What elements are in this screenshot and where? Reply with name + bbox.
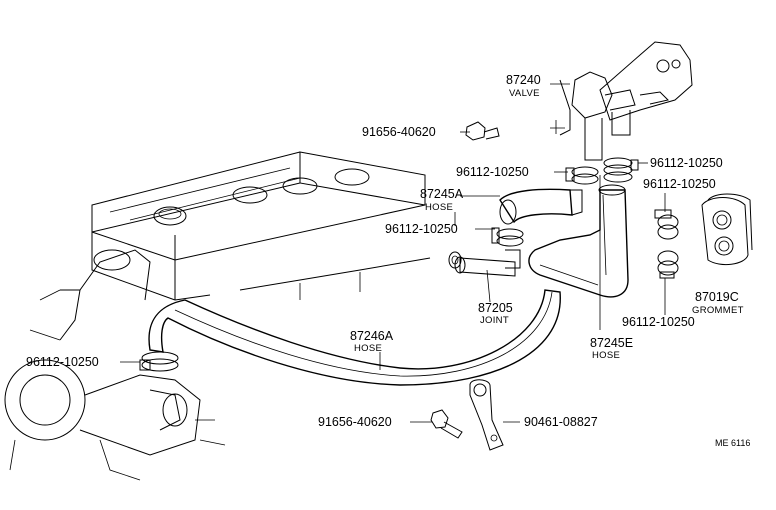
- diagram-code: ME 6116: [715, 438, 750, 448]
- bolt-top-illustration: [465, 121, 500, 141]
- label-hose-a-number: 87245A: [420, 187, 464, 201]
- label-bolt-top-number: 91656-40620: [362, 125, 436, 139]
- joint-87205-illustration: [448, 249, 521, 277]
- label-joint-number: 87205: [478, 301, 513, 315]
- label-clip-number: 90461-08827: [524, 415, 598, 429]
- label-hose-e-number: 87245E: [590, 336, 633, 350]
- label-grommet-number: 87019C: [695, 290, 739, 304]
- leader-lines: [120, 83, 666, 423]
- label-clamp-c-number: 96112-10250: [643, 177, 716, 191]
- label-clamp-b-number: 96112-10250: [650, 156, 723, 170]
- clip-90461-08827-illustration: [469, 379, 504, 451]
- label-clamp-e-number: 96112-10250: [622, 315, 695, 329]
- label-joint-name: JOINT: [480, 315, 509, 326]
- grommet-87019c-illustration: [701, 193, 753, 266]
- part-labels: 87240 VALVE 91656-40620 96112-10250 9611…: [26, 73, 750, 448]
- label-bolt-bottom-number: 91656-40620: [318, 415, 392, 429]
- label-hose-e-name: HOSE: [592, 350, 620, 361]
- valve-87240-illustration: [550, 41, 693, 161]
- label-valve-number: 87240: [506, 73, 541, 87]
- label-hose-a-name: HOSE: [425, 202, 453, 213]
- label-clamp-a-number: 96112-10250: [456, 165, 529, 179]
- label-hose-b-name: HOSE: [354, 343, 382, 354]
- label-valve-name: VALVE: [509, 88, 540, 99]
- engine-block-illustration: [4, 151, 431, 481]
- bolt-bottom-illustration: [430, 409, 463, 439]
- label-grommet-name: GROMMET: [692, 305, 744, 316]
- label-clamp-d-number: 96112-10250: [385, 222, 458, 236]
- label-hose-b-number: 87246A: [350, 329, 394, 343]
- label-clamp-f-number: 96112-10250: [26, 355, 99, 369]
- hose-illustrations: [148, 184, 629, 386]
